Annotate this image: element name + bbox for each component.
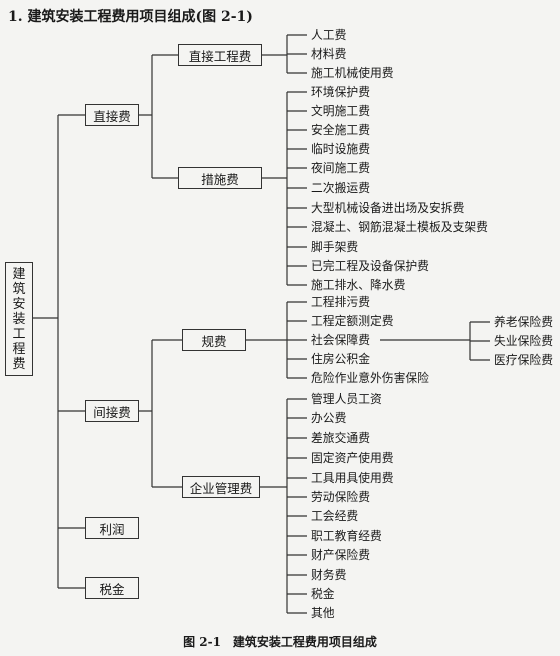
- leaf-item: 固定资产使用费: [311, 451, 394, 465]
- leaf-item: 临时设施费: [311, 142, 370, 156]
- leaf-item: 工程定额测定费: [311, 314, 394, 328]
- diagram-heading: 1. 建筑安装工程费用项目组成(图 2-1): [8, 9, 253, 25]
- leaf-item: 文明施工费: [311, 104, 370, 118]
- leaf-item: 混凝土、钢筋混凝土模板及支架费: [311, 220, 488, 234]
- leaf-item: 财务费: [311, 568, 347, 582]
- leaf-item: 办公费: [311, 411, 347, 425]
- leaf-item: 人工费: [311, 28, 347, 42]
- indirect-cost-node: 间接费: [85, 400, 139, 422]
- leaf-item: 劳动保险费: [311, 490, 370, 504]
- leaf-item: 养老保险费: [494, 315, 553, 329]
- profit-node: 利润: [85, 517, 139, 539]
- leaf-item: 已完工程及设备保护费: [311, 259, 429, 273]
- leaf-item: 管理人员工资: [311, 392, 382, 406]
- leaf-item: 二次搬运费: [311, 181, 370, 195]
- leaf-item: 职工教育经费: [311, 529, 382, 543]
- leaf-item: 夜间施工费: [311, 161, 370, 175]
- leaf-item: 财产保险费: [311, 548, 370, 562]
- leaf-item: 环境保护费: [311, 85, 370, 99]
- leaf-item: 安全施工费: [311, 123, 370, 137]
- leaf-item: 施工排水、降水费: [311, 278, 406, 292]
- direct-cost-node: 直接费: [85, 104, 139, 126]
- leaf-item: 其他: [311, 606, 335, 620]
- leaf-item: 危险作业意外伤害保险: [311, 371, 429, 385]
- enterprise-management-cost-node: 企业管理费: [182, 476, 260, 498]
- leaf-item: 大型机械设备进出场及安拆费: [311, 201, 465, 215]
- leaf-item: 工程排污费: [311, 295, 370, 309]
- root-node: 建筑安装工程费: [5, 262, 33, 376]
- leaf-item: 失业保险费: [494, 334, 553, 348]
- measures-cost-node: 措施费: [178, 167, 262, 189]
- leaf-item: 脚手架费: [311, 240, 359, 254]
- leaf-item: 税金: [311, 587, 335, 601]
- leaf-item: 差旅交通费: [311, 431, 370, 445]
- leaf-item: 工会经费: [311, 509, 359, 523]
- figure-caption: 图 2-1 建筑安装工程费用项目组成: [183, 635, 377, 649]
- leaf-item: 工具用具使用费: [311, 471, 394, 485]
- tax-node: 税金: [85, 577, 139, 599]
- leaf-item: 社会保障费: [311, 333, 370, 347]
- leaf-item: 医疗保险费: [494, 353, 553, 367]
- leaf-item: 材料费: [311, 47, 347, 61]
- direct-engineering-cost-node: 直接工程费: [178, 44, 262, 66]
- leaf-item: 施工机械使用费: [311, 66, 394, 80]
- statutory-fees-node: 规费: [182, 329, 246, 351]
- leaf-item: 住房公积金: [311, 352, 370, 366]
